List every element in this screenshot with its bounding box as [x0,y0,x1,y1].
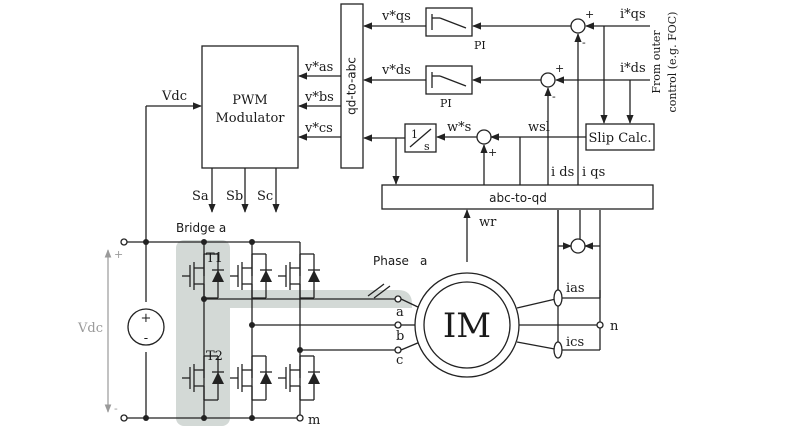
pi-d-block [425,65,473,95]
slip-calc-label: Slip Calc. [589,131,652,146]
node-n-label: n [610,319,619,334]
node-m-label: m [308,413,320,428]
t1-label: T1 [206,251,223,266]
svg-text:+: + [141,311,152,326]
pi-q-block [425,7,473,37]
bridge-a-label: Bridge a [176,221,226,235]
abc-to-qd-label: abc-to-qd [489,191,547,205]
integrator-numerator: 1 [411,128,418,141]
i-qs-ref-label: i*qs [620,7,646,22]
i-ds-ref-label: i*ds [620,61,646,76]
outer-control-line1: From outer [650,30,663,94]
vdc-side-label: Vdc [77,321,103,336]
switch-lower-c [277,355,321,401]
sum-d-junction [540,72,556,88]
qd-to-abc-block [340,3,364,169]
integrator-denominator: s [424,140,430,153]
sum-w-junction [476,129,492,145]
sum-q-junction [570,18,586,34]
ias-sensor [553,289,563,307]
node-a-label: a [396,305,404,320]
sum-current-junction [570,238,586,254]
motor-label: IM [443,306,491,346]
dc-source [127,308,165,346]
i-qs-label: i qs [582,165,605,180]
svg-text:+: + [488,146,497,159]
v-ds-label: v*ds [381,63,411,78]
pi-d-label: PI [440,97,452,110]
sa-label: Sa [192,189,209,204]
qd-to-abc-label: qd-to-abc [345,57,359,115]
svg-text:-: - [552,90,556,103]
modulator-label: Modulator [215,111,285,126]
pi-q-label: PI [474,39,486,52]
w-r-label: wr [479,215,497,230]
i-cs-label: ics [566,335,584,350]
t2-label: T2 [206,349,223,364]
w-sl-label: wsl [528,120,550,135]
v-as-label: v*as [304,60,333,75]
sc-label: Sc [257,189,273,204]
abc-to-qd-block [381,184,654,210]
phase-label: Phase [373,254,409,268]
pwm-label: PWM [232,93,267,108]
w-s-label: w*s [447,120,471,135]
svg-text:-: - [114,402,118,415]
svg-text:+: + [114,248,123,261]
svg-text:+: + [555,62,564,75]
switch-lower-b [229,355,273,401]
i-ds-label: i ds [551,165,574,180]
pwm-modulator-block [201,45,299,169]
v-bs-label: v*bs [304,90,334,105]
svg-text:+: + [585,8,594,21]
sb-label: Sb [226,189,243,204]
induction-motor-inner [423,281,511,369]
svg-text:-: - [144,331,148,346]
ics-sensor [553,341,563,359]
v-qs-label: v*qs [381,9,411,24]
svg-text:-: - [582,36,586,49]
phase-letter-label: a [420,254,427,268]
vdc-label: Vdc [161,89,187,104]
v-cs-label: v*cs [304,121,333,136]
outer-control-line2: control (e.g. FOC) [666,12,679,113]
node-b-label: b [396,329,404,344]
node-c-label: c [396,353,403,368]
i-as-label: ias [566,281,585,296]
